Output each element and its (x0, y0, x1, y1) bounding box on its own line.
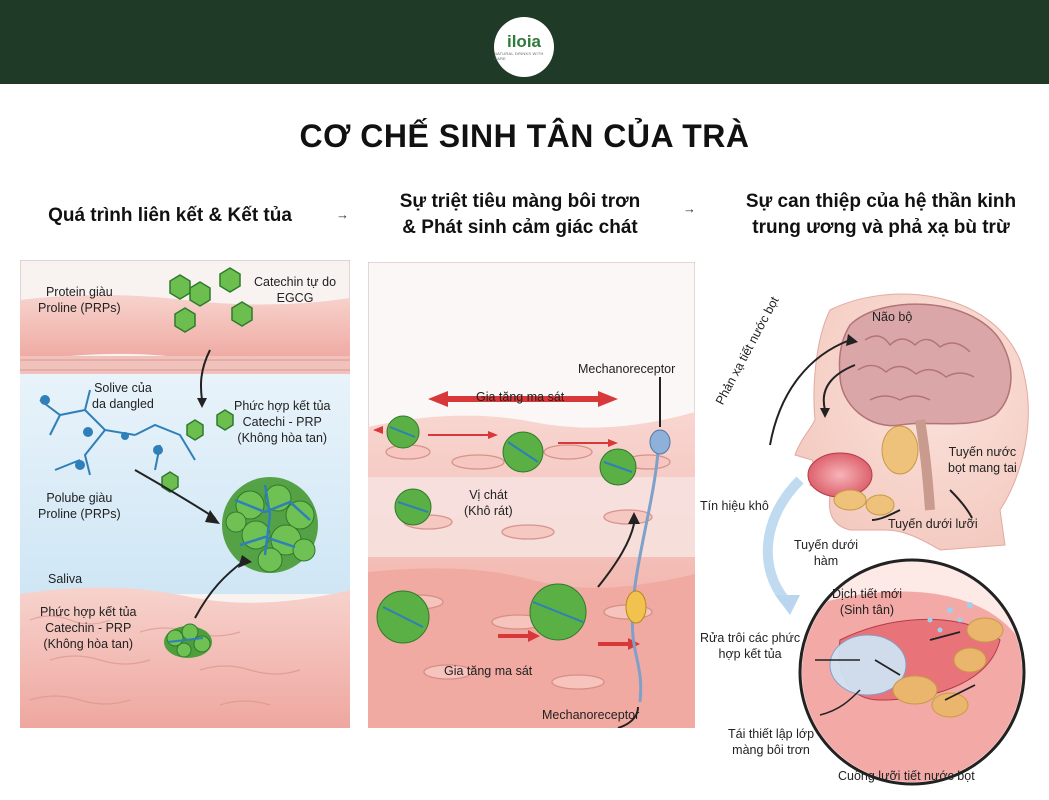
label-mechanoreceptor-top: Mechanoreceptor (578, 362, 676, 376)
panel-1-illustration (20, 260, 350, 728)
section-3-line-2: trung ương và phả xạ bù trừ (752, 217, 1010, 238)
label-saliva: Saliva (48, 572, 83, 586)
precipitate-complex-large (222, 477, 318, 573)
salivary-glands (833, 425, 919, 516)
label-mechanoreceptor-bottom: Mechanoreceptor (542, 708, 640, 722)
step-arrow-2: → (683, 201, 696, 216)
mechanoreceptor-top (649, 429, 671, 455)
label-friction-top: Gia tăng ma sát (476, 390, 565, 404)
panel-2-illustration (368, 262, 695, 728)
oral-cavity (807, 452, 873, 498)
section-title-1: Quá trình liên kết & Kết tủa (20, 203, 320, 229)
brain (838, 303, 1012, 427)
precipitate-complex-small (164, 623, 212, 658)
section-3-line-1: Sự can thiệp của hệ thần kinh (745, 191, 1017, 212)
label-brain: Não bộ (872, 310, 913, 324)
label-sublingual-gland: Tuyến dưới lưỡi (888, 517, 978, 531)
prp-strands (39, 389, 196, 476)
label-new-secretion: Dịch tiết mới(Sinh tân) (832, 587, 903, 617)
section-title-3: Sự can thiệp của hệ thần kinh trung ương… (722, 189, 1040, 241)
section-2-line-1: Sự triệt tiêu màng bôi trơn (399, 191, 641, 212)
friction-arrows (373, 391, 640, 650)
label-dry-signal: Tín hiệu khô (700, 499, 769, 513)
section-1-line-1: Quá trình liên kết & Kết tủa (48, 205, 292, 226)
label-friction-bottom: Gia tăng ma sát (444, 664, 533, 678)
mechanoreceptor-bottom (625, 590, 647, 624)
dry-signal-arrow (762, 476, 804, 604)
step-arrow-1: → (336, 207, 349, 222)
label-astringency: Vị chát(Khô rát) (464, 488, 513, 518)
header-bar: iloia NATURAL DRINKS WITH CARE (0, 0, 1049, 84)
logo-text: iloia (506, 32, 541, 51)
page-title: CƠ CHẾ SINH TÂN CỦA TRÀ (299, 118, 750, 154)
section-2-line-2: & Phát sinh cảm giác chát (402, 217, 638, 238)
panel-3-illustration (762, 293, 1029, 786)
logo-tagline: NATURAL DRINKS WITH CARE (494, 51, 544, 61)
label-tongue-root: Cuống lưỡi tiết nước bọt (838, 769, 975, 783)
section-title-2: Sự triệt tiêu màng bôi trơn & Phát sinh … (360, 189, 680, 241)
brand-logo[interactable]: iloia NATURAL DRINKS WITH CARE (494, 17, 554, 77)
